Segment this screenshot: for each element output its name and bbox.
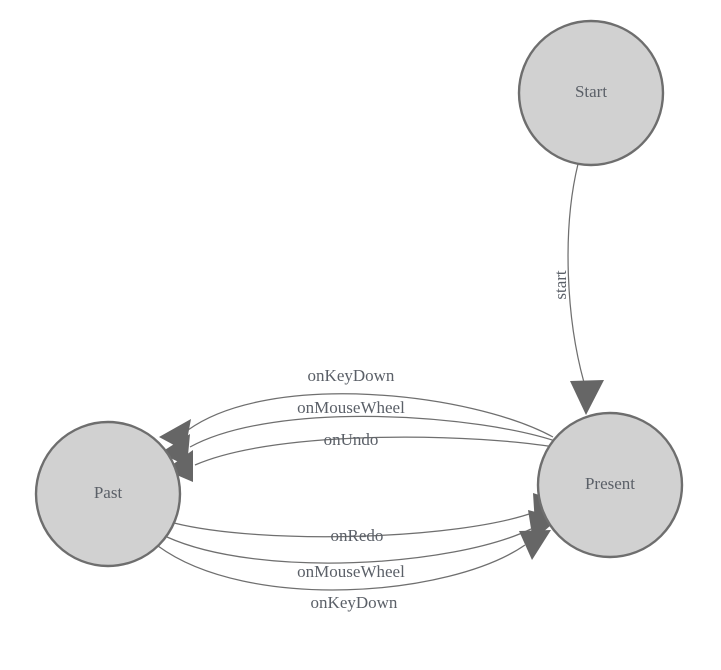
edge-keydown-back-path	[187, 393, 554, 438]
edge-keydown-fwd-arrowhead	[519, 530, 551, 560]
node-past[interactable]: Past	[34, 420, 182, 568]
edge-mousewheel-back-label: onMouseWheel	[297, 398, 405, 417]
node-past-label: Past	[94, 483, 123, 502]
node-start-circle	[517, 19, 665, 167]
edge-start[interactable]: start	[551, 163, 604, 415]
edge-undo-arrowhead	[165, 450, 193, 482]
node-past-circle	[34, 420, 182, 568]
edge-keydown-back-label: onKeyDown	[308, 366, 395, 385]
edge-mousewheel-fwd[interactable]: onMouseWheel	[166, 510, 559, 581]
edge-start-label: start	[551, 270, 570, 300]
edge-mousewheel-fwd-path	[166, 528, 532, 564]
node-present-label: Present	[585, 474, 635, 493]
edge-undo[interactable]: onUndo	[165, 430, 561, 482]
edge-mousewheel-fwd-label: onMouseWheel	[297, 562, 405, 581]
edge-undo-label: onUndo	[324, 430, 379, 449]
node-present-circle	[536, 411, 684, 559]
node-present[interactable]: Present	[536, 411, 684, 559]
edge-redo[interactable]: onRedo	[173, 493, 563, 545]
edge-keydown-fwd-path	[157, 544, 526, 591]
edge-start-path	[567, 163, 586, 387]
edge-redo-label: onRedo	[331, 526, 384, 545]
edge-start-arrowhead	[570, 380, 604, 415]
edge-mousewheel-back-path	[189, 415, 562, 448]
edge-keydown-fwd-label: onKeyDown	[311, 593, 398, 612]
edge-undo-path	[194, 436, 561, 466]
edge-redo-path	[173, 511, 536, 538]
edge-keydown-fwd[interactable]: onKeyDown	[157, 530, 551, 612]
node-start[interactable]: Start	[517, 19, 665, 167]
node-start-label: Start	[575, 82, 607, 101]
